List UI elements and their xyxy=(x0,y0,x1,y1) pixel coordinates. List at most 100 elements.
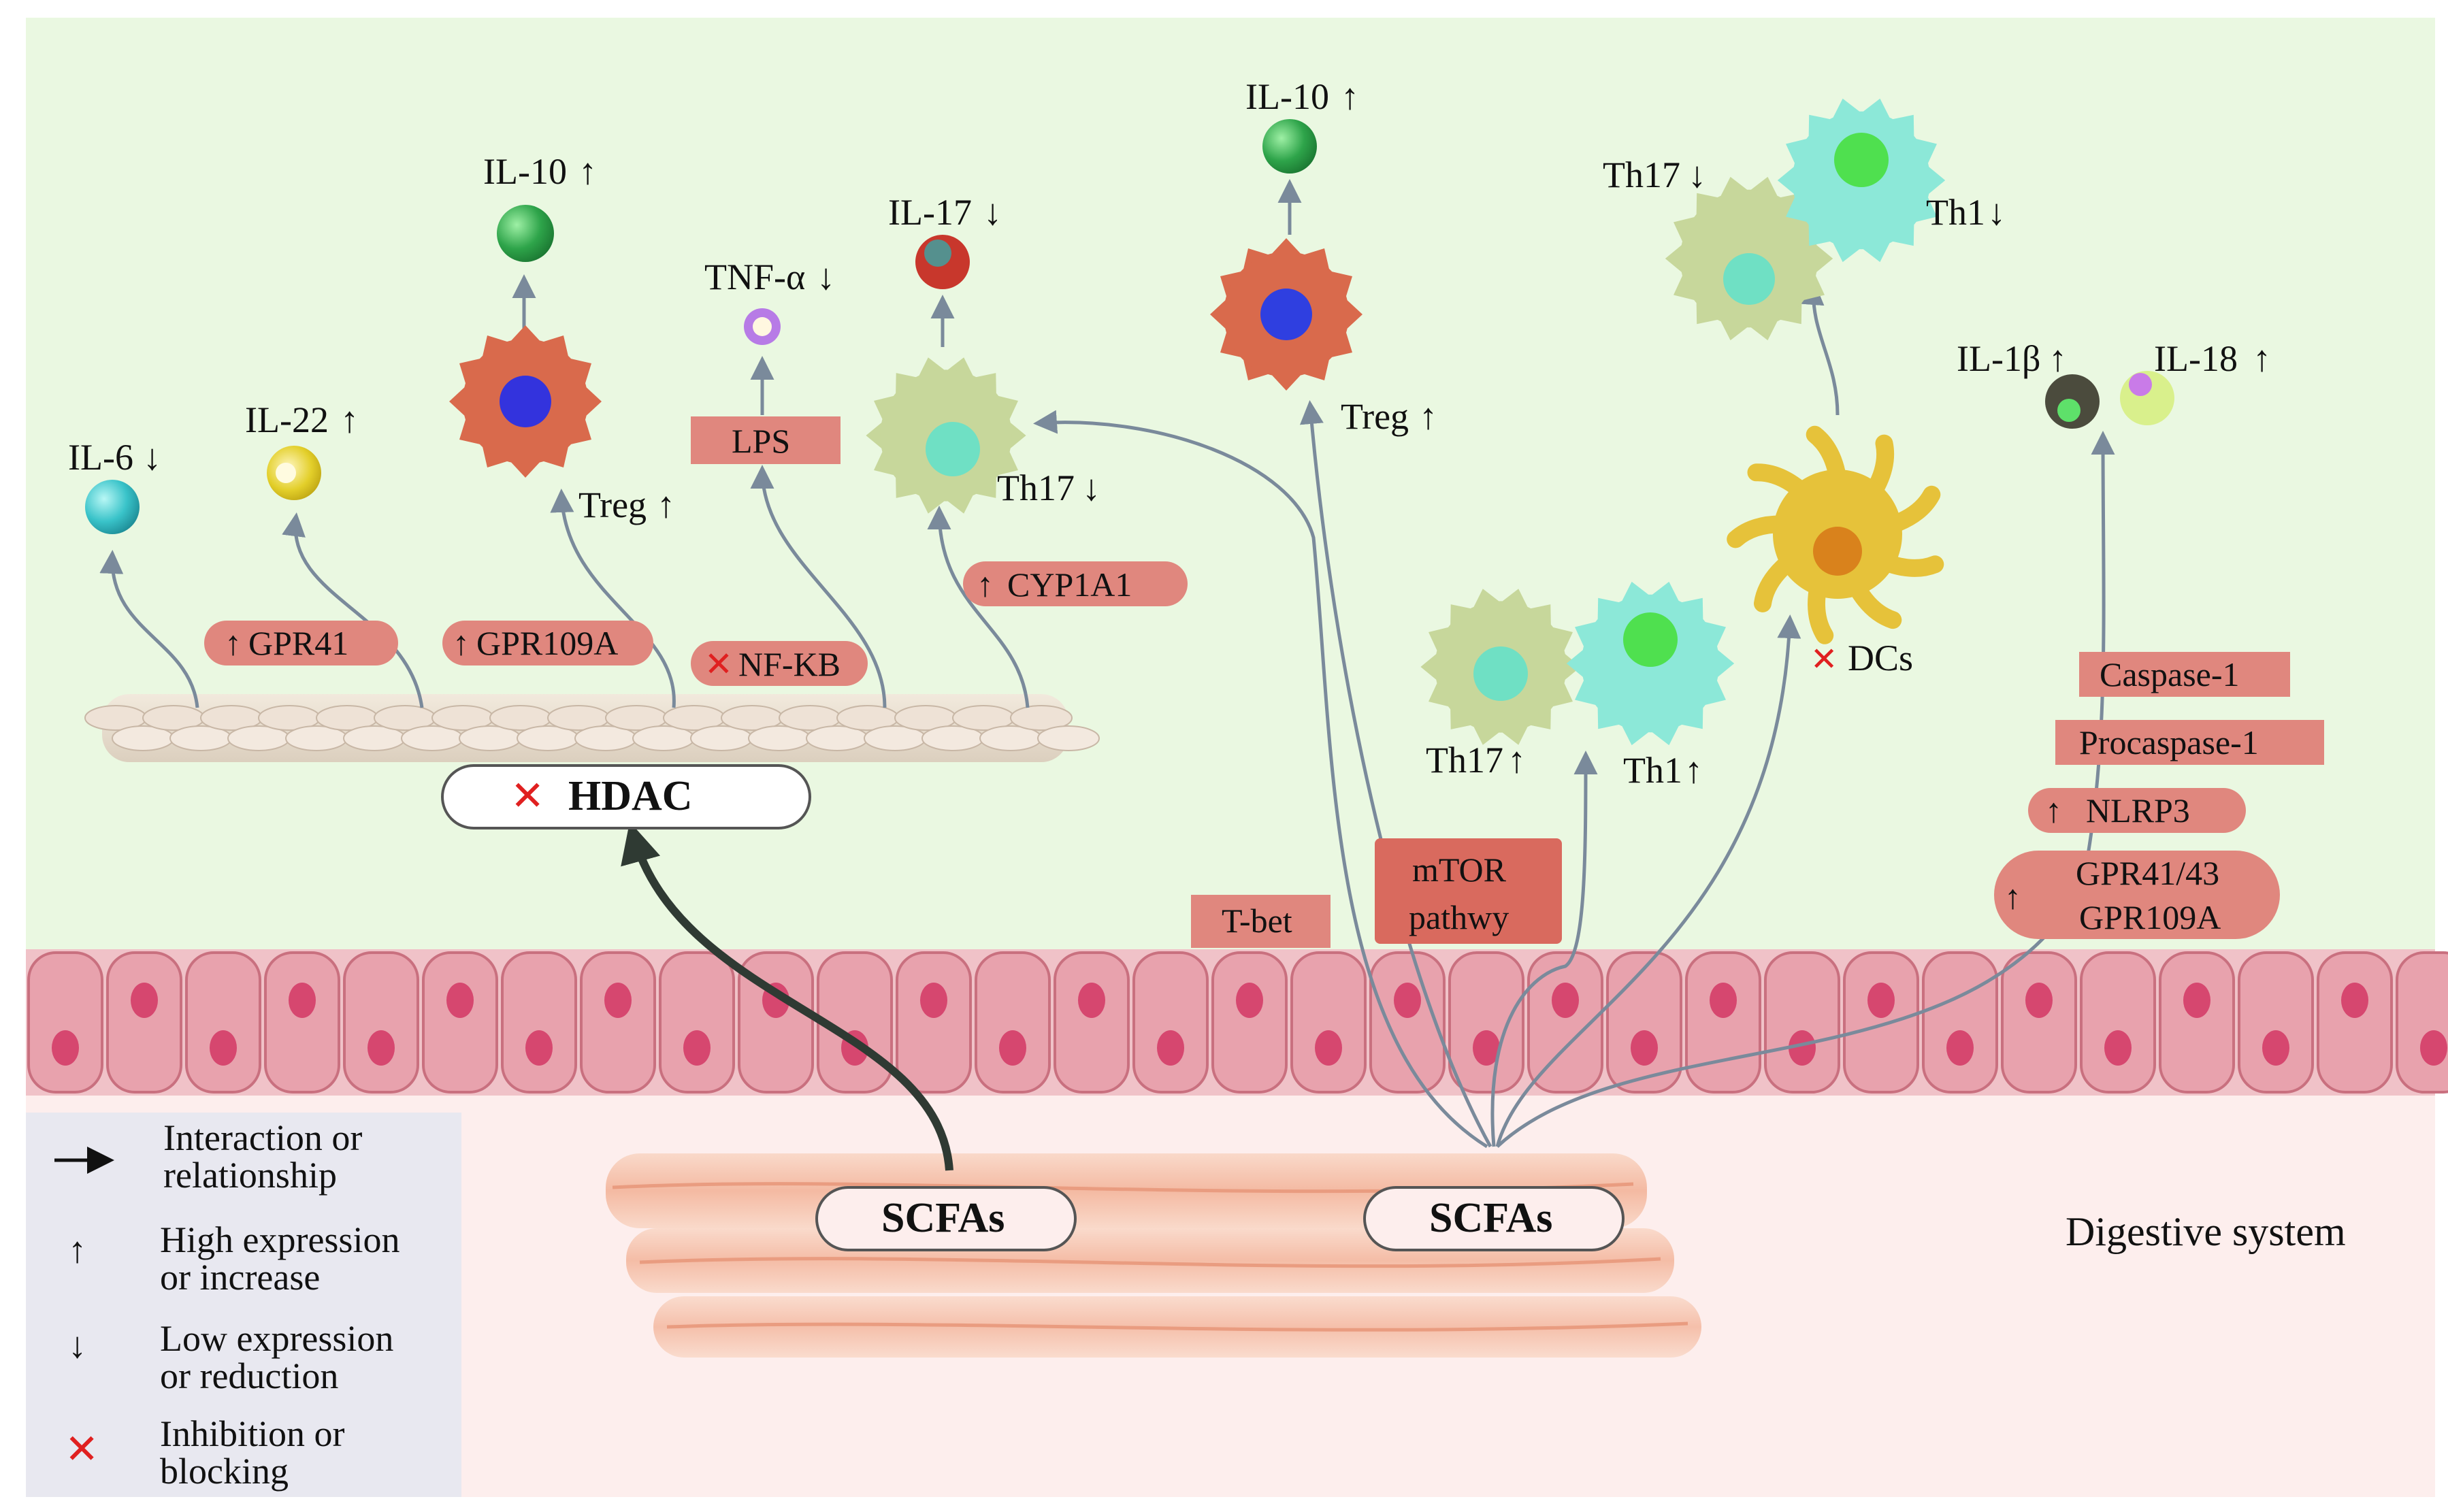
svg-text:IL-17: IL-17 xyxy=(888,192,972,233)
tnf-sphere xyxy=(744,308,781,345)
svg-text:✕: ✕ xyxy=(65,1427,99,1472)
cyp1a1-pill: ↑ CYP1A1 xyxy=(963,561,1188,606)
nfkb-pill: ✕ NF-KB xyxy=(691,641,868,686)
label-treg-left: Treg↑ xyxy=(578,484,675,525)
il6-sphere xyxy=(85,480,140,534)
svg-text:↑: ↑ xyxy=(977,565,994,604)
hdac-node: ✕ HDAC xyxy=(441,764,811,829)
svg-text:Procaspase-1: Procaspase-1 xyxy=(2079,723,2259,761)
tbet-box: T-bet xyxy=(1191,895,1331,948)
lps-box: LPS xyxy=(691,416,841,464)
svg-text:↑: ↑ xyxy=(2004,878,2021,916)
gpr109a-pill: ↑ GPR109A xyxy=(442,621,653,665)
svg-text:NLRP3: NLRP3 xyxy=(2086,791,2190,829)
svg-text:IL-6: IL-6 xyxy=(68,437,133,478)
svg-text:GPR109A: GPR109A xyxy=(2079,898,2221,936)
svg-text:pathwy: pathwy xyxy=(1409,898,1509,936)
label-il18: IL-18↑ xyxy=(2154,338,2271,379)
label-il1b: IL-1β↑ xyxy=(1957,338,2067,379)
th1-cell-top xyxy=(1777,98,1946,263)
svg-text:↑: ↑ xyxy=(2253,338,2271,379)
svg-text:Th1: Th1 xyxy=(1623,750,1682,791)
treg-cell-right xyxy=(1210,238,1362,391)
svg-text:Interaction or: Interaction or xyxy=(163,1117,362,1158)
svg-text:or reduction: or reduction xyxy=(160,1355,338,1396)
svg-text:Th1: Th1 xyxy=(1926,192,1985,233)
th17-cell-mid xyxy=(1420,589,1581,745)
epithelium-layer xyxy=(26,949,2448,1096)
svg-text:✕: ✕ xyxy=(704,645,733,683)
label-th17-top: Th17↓ xyxy=(1603,154,1706,195)
svg-text:SCFAs: SCFAs xyxy=(881,1195,1005,1241)
svg-text:✕: ✕ xyxy=(1810,642,1838,678)
scfas-node-right: SCFAs xyxy=(1363,1186,1625,1251)
scfa-to-hdac-arrow xyxy=(621,821,953,1171)
lumen-background xyxy=(26,18,2435,950)
svg-text:DCs: DCs xyxy=(1848,638,1913,678)
label-tnf: TNF-α ↓ xyxy=(704,257,835,297)
svg-text:TNF-α: TNF-α xyxy=(704,257,805,297)
label-il10-right: IL-10↑ xyxy=(1245,76,1359,117)
svg-text:↓: ↓ xyxy=(983,192,1002,233)
il1b-sphere xyxy=(2045,374,2100,429)
mtor-box: mTOR pathwy xyxy=(1375,838,1562,944)
label-il22: IL-22 ↑ xyxy=(245,399,359,440)
svg-text:↓: ↓ xyxy=(143,437,161,478)
svg-text:IL-22: IL-22 xyxy=(245,399,329,440)
svg-text:↓: ↓ xyxy=(1987,192,2006,233)
nlrp3-pill: ↑ NLRP3 xyxy=(2028,788,2246,833)
svg-text:LPS: LPS xyxy=(732,422,790,460)
legend: Interaction or relationship ↑ High expre… xyxy=(26,1113,461,1497)
svg-text:NF-KB: NF-KB xyxy=(738,645,841,683)
legend-item-arrow: Interaction or relationship xyxy=(54,1117,362,1196)
svg-text:Caspase-1: Caspase-1 xyxy=(2100,655,2240,693)
svg-text:HDAC: HDAC xyxy=(568,773,693,819)
svg-text:GPR109A: GPR109A xyxy=(476,624,618,662)
svg-text:IL-10: IL-10 xyxy=(483,151,567,192)
th1-cell-mid xyxy=(1566,581,1735,746)
caspase1-box: Caspase-1 xyxy=(2079,652,2290,697)
procaspase1-box: Procaspase-1 xyxy=(2055,720,2324,765)
muscle-fibers xyxy=(606,1153,1701,1358)
svg-text:blocking: blocking xyxy=(160,1451,289,1492)
svg-text:SCFAs: SCFAs xyxy=(1429,1195,1552,1241)
il17-sphere xyxy=(915,235,970,289)
svg-text:T-bet: T-bet xyxy=(1222,902,1292,940)
svg-text:Inhibition or: Inhibition or xyxy=(160,1413,344,1454)
svg-text:Th17: Th17 xyxy=(997,467,1075,508)
label-treg-right: Treg↑ xyxy=(1341,396,1437,437)
svg-text:↓: ↓ xyxy=(817,257,835,297)
svg-text:↑: ↑ xyxy=(2049,338,2067,379)
svg-text:↑: ↑ xyxy=(1507,740,1526,780)
svg-text:↑: ↑ xyxy=(1341,76,1359,117)
svg-text:↑: ↑ xyxy=(2045,791,2062,829)
svg-text:↑: ↑ xyxy=(1684,750,1703,791)
svg-text:GPR41/43: GPR41/43 xyxy=(2076,854,2219,892)
svg-text:↑: ↑ xyxy=(1419,396,1437,437)
mucosal-surface xyxy=(84,694,1100,762)
svg-text:✕: ✕ xyxy=(510,774,544,819)
gpr41-pill: ↑ GPR41 xyxy=(204,621,398,665)
svg-text:↑: ↑ xyxy=(68,1230,86,1270)
region-label: Digestive system xyxy=(2066,1209,2346,1254)
svg-text:↓: ↓ xyxy=(1688,154,1706,195)
svg-text:Low expression: Low expression xyxy=(160,1318,393,1359)
il18-sphere xyxy=(2120,371,2174,425)
label-th1-mid: Th1↑ xyxy=(1623,750,1703,791)
legend-item-down: ↓ Low expression or reduction xyxy=(68,1318,393,1396)
dendritic-cell xyxy=(1727,425,1944,644)
il22-sphere xyxy=(267,446,321,500)
scfas-node-left: SCFAs xyxy=(815,1186,1077,1251)
svg-text:↑: ↑ xyxy=(453,624,470,662)
svg-text:Treg: Treg xyxy=(578,484,647,525)
label-il10-left: IL-10 ↑ xyxy=(483,151,597,192)
svg-text:↑: ↑ xyxy=(340,399,359,440)
th17-cell-left xyxy=(866,357,1026,514)
legend-item-up: ↑ High expression or increase xyxy=(68,1219,399,1298)
label-dcs: ✕ DCs xyxy=(1810,638,1913,678)
svg-text:↓: ↓ xyxy=(68,1325,86,1366)
svg-text:↑: ↑ xyxy=(578,151,597,192)
gpr-receptors-pill: ↑ GPR41/43 GPR109A xyxy=(1994,851,2280,939)
